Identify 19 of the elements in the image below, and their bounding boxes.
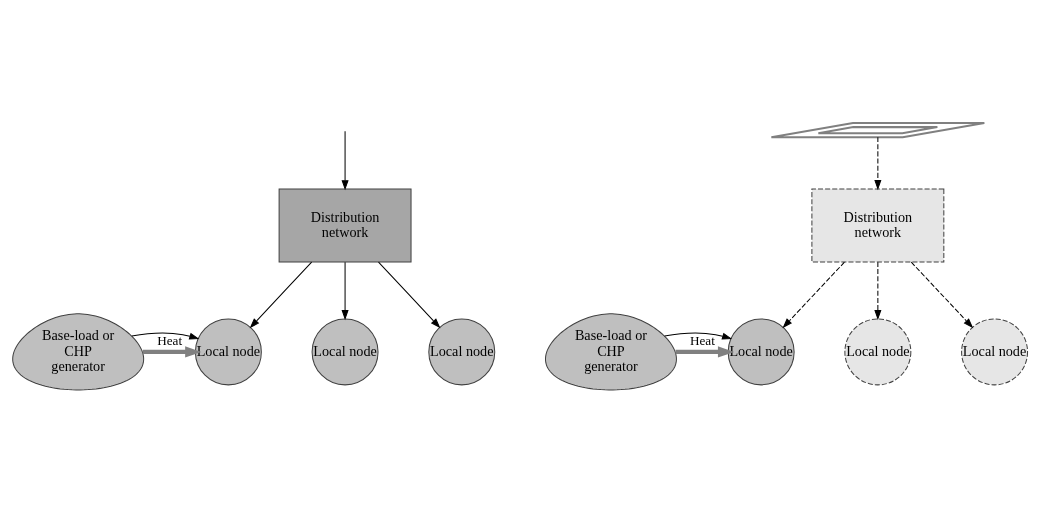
node-box: Distribution network — [811, 188, 945, 263]
node-circle: Local node — [311, 317, 379, 385]
arrow — [142, 345, 202, 358]
arrow — [131, 331, 200, 340]
arrow — [341, 130, 349, 190]
node-bar — [770, 121, 986, 138]
arrow — [874, 136, 882, 190]
edge-label: Heat — [157, 332, 183, 348]
arrow — [874, 261, 882, 320]
arrow — [249, 261, 313, 328]
arrow — [341, 261, 349, 320]
arrow — [378, 261, 441, 328]
node-circle: Local node — [844, 317, 912, 385]
arrow — [782, 261, 845, 328]
arrow — [910, 261, 974, 328]
arrow — [664, 331, 733, 340]
edge-label: Heat — [689, 332, 715, 348]
node-box: Distribution network — [278, 188, 412, 263]
arrow — [675, 345, 735, 358]
